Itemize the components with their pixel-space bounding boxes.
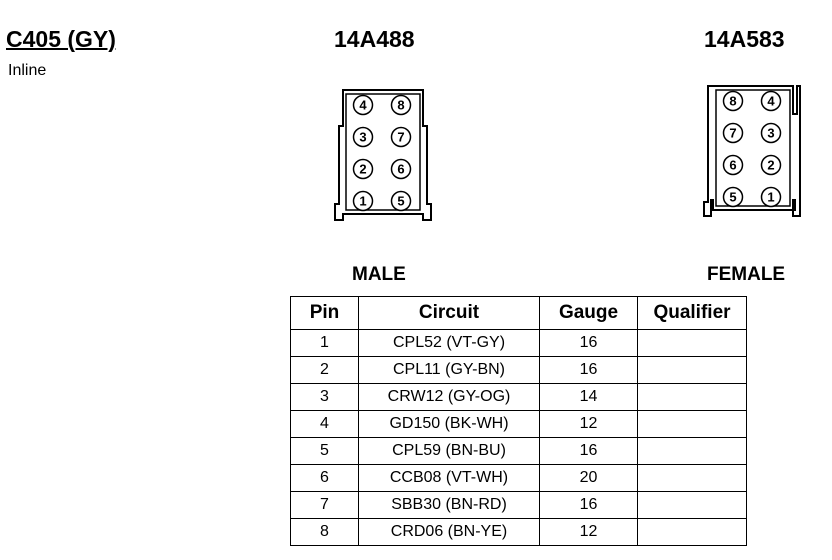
gauge-cell: 16 bbox=[539, 437, 638, 465]
male-pin-2-number: 2 bbox=[359, 162, 366, 177]
female-pin-2-number: 2 bbox=[767, 158, 774, 173]
qualifier-cell bbox=[637, 383, 747, 411]
male-inner-frame bbox=[345, 93, 421, 211]
qualifier-cell bbox=[637, 410, 747, 438]
gauge-cell: 12 bbox=[539, 410, 638, 438]
female-pin-1-circle bbox=[760, 186, 782, 208]
pin-cell: 3 bbox=[290, 383, 359, 411]
pin-cell: 8 bbox=[290, 518, 359, 546]
circuit-cell: SBB30 (BN-RD) bbox=[358, 491, 540, 519]
header-gauge: Gauge bbox=[539, 296, 638, 330]
female-pin-6-number: 6 bbox=[729, 158, 736, 173]
qualifier-cell bbox=[637, 329, 747, 357]
pin-cell: 7 bbox=[290, 491, 359, 519]
pin-cell: 5 bbox=[290, 437, 359, 465]
pin-cell: 2 bbox=[290, 356, 359, 384]
qualifier-cell bbox=[637, 356, 747, 384]
circuit-cell: CPL59 (BN-BU) bbox=[358, 437, 540, 465]
male-label: MALE bbox=[352, 264, 406, 285]
circuit-cell: GD150 (BK-WH) bbox=[358, 410, 540, 438]
male-pin-5-number: 5 bbox=[397, 194, 404, 209]
female-label: FEMALE bbox=[707, 264, 786, 285]
female-pin-5-number: 5 bbox=[729, 190, 736, 205]
connector-id: C405 (GY) bbox=[6, 26, 116, 52]
male-pin-4-circle bbox=[352, 94, 374, 116]
pin-cell: 6 bbox=[290, 464, 359, 492]
circuit-cell: CPL11 (GY-BN) bbox=[358, 356, 540, 384]
male-outline bbox=[334, 89, 432, 221]
gauge-cell: 20 bbox=[539, 464, 638, 492]
qualifier-cell bbox=[637, 491, 747, 519]
female-pin-2-circle bbox=[760, 154, 782, 176]
connector-type: Inline bbox=[8, 62, 47, 79]
gauge-cell: 14 bbox=[539, 383, 638, 411]
qualifier-cell bbox=[637, 437, 747, 465]
female-pin-1-number: 1 bbox=[767, 190, 774, 205]
male-pin-8-circle bbox=[390, 94, 412, 116]
male-pin-6-number: 6 bbox=[397, 162, 404, 177]
circuit-cell: CPL52 (VT-GY) bbox=[358, 329, 540, 357]
circuit-cell: CCB08 (VT-WH) bbox=[358, 464, 540, 492]
male-pin-2-circle bbox=[352, 158, 374, 180]
male-part-number: 14A488 bbox=[334, 26, 415, 52]
male-connector-face: 4 8 3 7 2 6 1 5 bbox=[334, 89, 432, 221]
female-pin-7-circle bbox=[722, 122, 744, 144]
gauge-cell: 16 bbox=[539, 491, 638, 519]
female-pin-3-number: 3 bbox=[767, 126, 774, 141]
male-pin-3-number: 3 bbox=[359, 130, 366, 145]
female-pin-3-circle bbox=[760, 122, 782, 144]
female-pin-5-circle bbox=[722, 186, 744, 208]
female-pin-6-circle bbox=[722, 154, 744, 176]
male-pin-3-circle bbox=[352, 126, 374, 148]
female-pin-4-circle bbox=[760, 90, 782, 112]
qualifier-cell bbox=[637, 464, 747, 492]
header-qualifier: Qualifier bbox=[637, 296, 747, 330]
female-part-number: 14A583 bbox=[704, 26, 785, 52]
female-pin-7-number: 7 bbox=[729, 126, 736, 141]
gauge-cell: 16 bbox=[539, 329, 638, 357]
male-pin-8-number: 8 bbox=[397, 98, 404, 113]
gauge-cell: 16 bbox=[539, 356, 638, 384]
male-pin-7-number: 7 bbox=[397, 130, 404, 145]
qualifier-cell bbox=[637, 518, 747, 546]
female-inner-frame bbox=[715, 89, 791, 207]
pin-cell: 1 bbox=[290, 329, 359, 357]
female-connector-face: 8 4 7 3 6 2 5 1 bbox=[703, 85, 801, 217]
header-pin: Pin bbox=[290, 296, 359, 330]
male-pin-1-number: 1 bbox=[359, 194, 366, 209]
pin-cell: 4 bbox=[290, 410, 359, 438]
gauge-cell: 12 bbox=[539, 518, 638, 546]
circuit-cell: CRW12 (GY-OG) bbox=[358, 383, 540, 411]
male-pin-6-circle bbox=[390, 158, 412, 180]
female-pin-8-circle bbox=[722, 90, 744, 112]
male-pin-5-circle bbox=[390, 190, 412, 212]
circuit-cell: CRD06 (BN-YE) bbox=[358, 518, 540, 546]
header-circuit: Circuit bbox=[358, 296, 540, 330]
female-outline bbox=[703, 85, 801, 217]
female-pin-8-number: 8 bbox=[729, 94, 736, 109]
pin-table-header-row: Pin Circuit Gauge Qualifier bbox=[290, 296, 747, 330]
male-pin-7-circle bbox=[390, 126, 412, 148]
female-pin-4-number: 4 bbox=[767, 94, 775, 109]
male-pin-4-number: 4 bbox=[359, 98, 367, 113]
male-pin-1-circle bbox=[352, 190, 374, 212]
